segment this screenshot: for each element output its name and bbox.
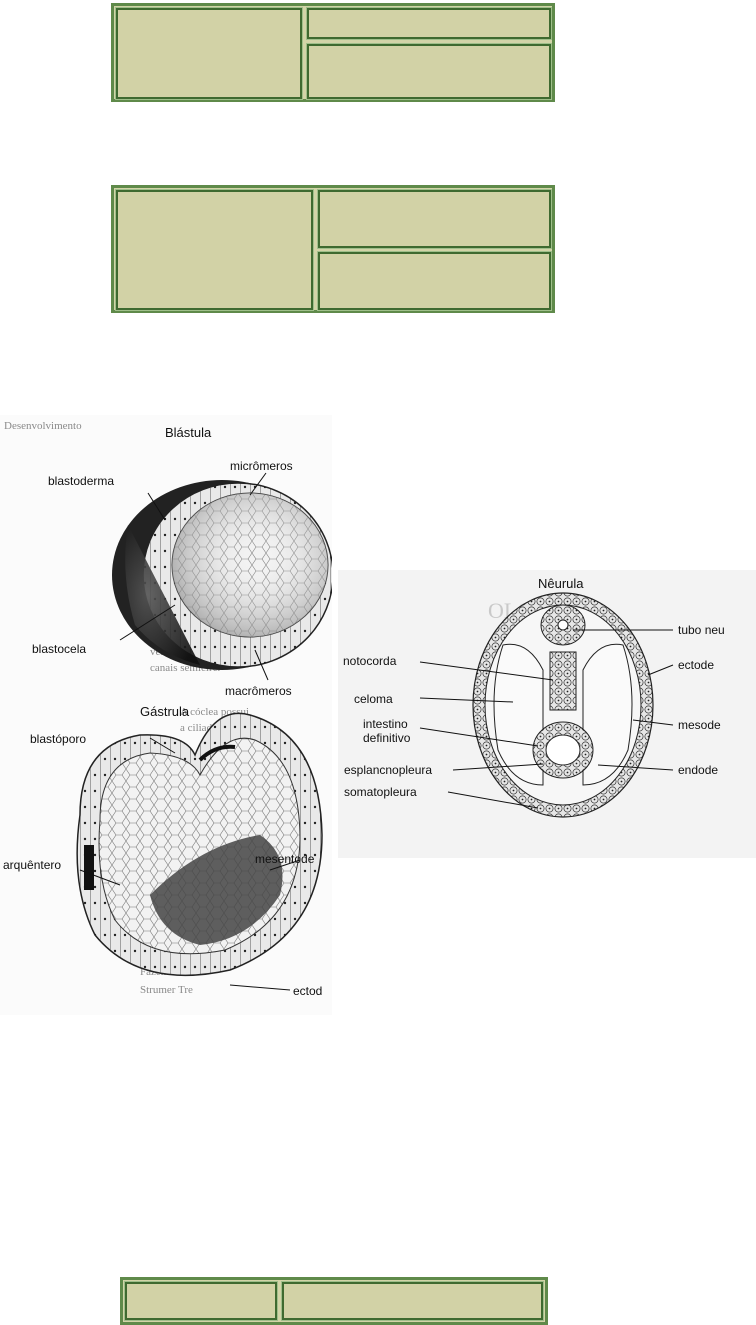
label-macromeros: macrômeros <box>225 684 292 698</box>
table-2-cell-top-right <box>317 189 552 249</box>
blastula-title: Blástula <box>165 425 212 440</box>
table-1 <box>111 3 555 102</box>
svg-text:Desenvolvimento: Desenvolvimento <box>4 420 82 432</box>
table-1-cell-left <box>115 7 303 100</box>
label-micromeros: micrômeros <box>230 459 293 473</box>
table-2-cell-bottom-right <box>317 251 552 311</box>
blastula-gastrula-figure: Desenvolvimento lda coelho – caracol ves… <box>0 415 332 1015</box>
label-ectode: ectode <box>678 658 714 672</box>
label-esplancnopleura: esplancnopleura <box>344 763 432 777</box>
neurula-figure: OLOGIA o de DNA ivar bio ólogo de Nêurul… <box>338 570 756 858</box>
table-1-cell-top-right <box>306 7 552 40</box>
label-blastoderma: blastoderma <box>48 474 114 488</box>
table-3-cell-right <box>281 1281 544 1321</box>
table-3-cell-left <box>124 1281 278 1321</box>
gastrula-title: Gástrula <box>140 704 190 719</box>
label-mesode: mesode <box>678 718 721 732</box>
table-2 <box>111 185 555 313</box>
label-notocorda: notocorda <box>343 654 397 668</box>
label-tubo-neu: tubo neu <box>678 623 725 637</box>
label-celoma: celoma <box>354 692 393 706</box>
label-somatopleura: somatopleura <box>344 785 417 799</box>
label-endode: endode <box>678 763 718 777</box>
table-2-cell-left <box>115 189 314 311</box>
label-mesentode: mesentode <box>255 852 315 866</box>
label-definitivo: definitivo <box>363 731 411 745</box>
table-1-cell-bottom-right <box>306 43 552 100</box>
label-intestino: intestino <box>363 717 408 731</box>
table-3 <box>120 1277 548 1325</box>
neurula-title: Nêurula <box>538 576 584 591</box>
svg-text:Strumer Tre: Strumer Tre <box>140 984 193 996</box>
label-ectod: ectod <box>293 984 322 998</box>
label-arquentero: arquêntero <box>3 858 61 872</box>
label-blastoporo: blastóporo <box>30 732 86 746</box>
label-blastocela: blastocela <box>32 642 86 656</box>
